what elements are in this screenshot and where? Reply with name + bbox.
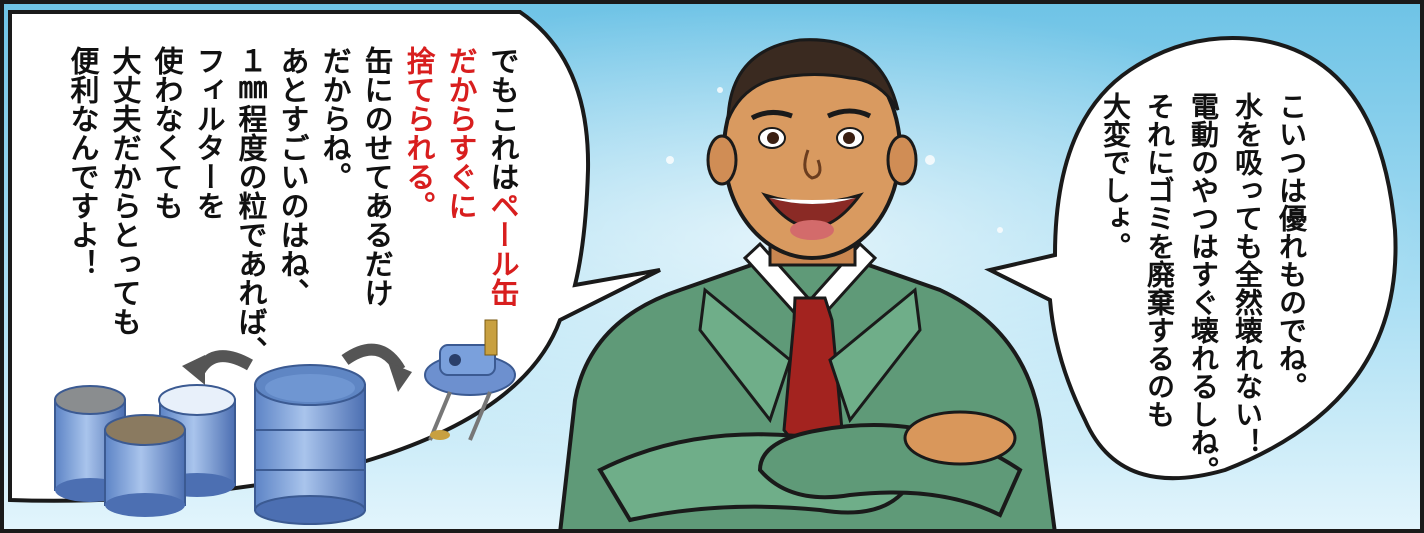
- left-line-2: だからすぐに: [444, 46, 478, 220]
- left-bubble-text: でもこれはペール缶 だからすぐに 捨てられる。 缶にのせてあるだけ だからね。 …: [62, 46, 524, 365]
- vacuum-lid-device: [424, 319, 516, 441]
- left-line-10: 大丈夫だからとっても: [108, 46, 142, 336]
- left-line-7: １㎜程度の粒であれば、: [234, 46, 268, 365]
- right-line-4: それにゴミを廃棄するのも: [1143, 92, 1176, 428]
- left-line-3: 捨てられる。: [402, 46, 436, 220]
- right-line-1: こいつは優れものでね。: [1275, 92, 1308, 400]
- hair: [726, 38, 900, 121]
- dirty-can-2: [104, 414, 186, 517]
- left-line-1: でもこれはペール缶: [486, 46, 520, 307]
- right-bubble-text: こいつは優れものでね。 水を吸っても全然壊れない！ 電動のやつはすぐ壊れるしね。…: [1093, 92, 1313, 484]
- left-line-5: だからね。: [318, 46, 352, 191]
- left-line-11: 便利なんですよ！: [66, 46, 100, 278]
- man-character: [557, 38, 1058, 533]
- arrow-right-icon: [341, 343, 406, 374]
- left-line-9: 使わなくても: [150, 46, 184, 220]
- pail-can-illustration: [54, 319, 516, 525]
- left-line-6: あとすごいのはね、: [276, 46, 310, 307]
- hand: [903, 410, 1017, 466]
- left-line-8: フィルターを: [192, 46, 226, 220]
- right-line-5: 大変でしょ。: [1099, 92, 1132, 260]
- right-speech-bubble: [984, 36, 1398, 481]
- right-line-3: 電動のやつはすぐ壊れるしね。: [1187, 92, 1220, 484]
- left-line-4: 缶にのせてあるだけ: [360, 46, 394, 307]
- right-line-2: 水を吸っても全然壊れない！: [1231, 92, 1264, 456]
- large-pail-can: [254, 364, 366, 525]
